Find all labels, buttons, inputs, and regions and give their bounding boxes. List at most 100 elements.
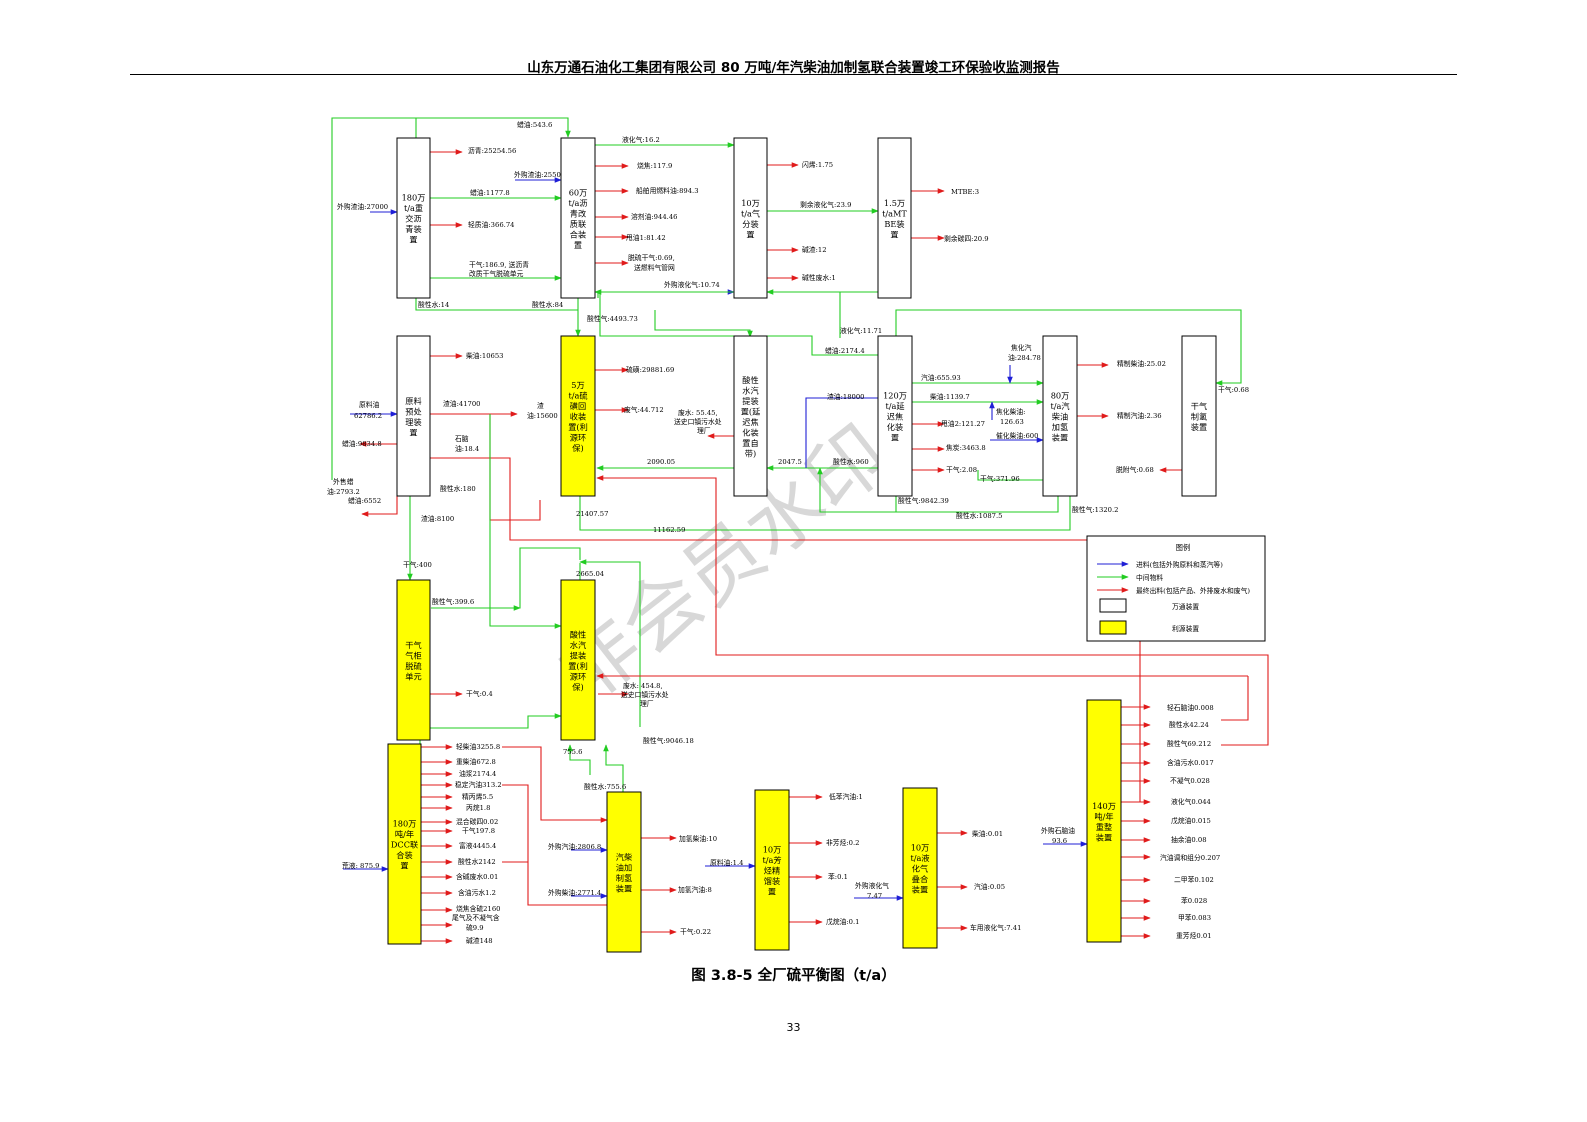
flow-label-raffinate: 抽余油0.08	[1171, 835, 1207, 844]
legend-label: 进料(包括外购原料和蒸汽等)	[1136, 560, 1223, 569]
unit-label-line: 置(利	[568, 661, 588, 671]
flow-label-buyslag2550: 外购渣油:2550	[514, 170, 561, 179]
flow-label-pentane01: 戊烷油:0.1	[826, 917, 860, 926]
unit-label-line: 置(利	[568, 422, 588, 432]
flow-line	[895, 309, 1242, 386]
unit-label-line: 迟焦	[742, 417, 758, 427]
unit-label-line: 140万	[1092, 801, 1116, 811]
flow-label-slurryoil: 油浆2174.4	[459, 769, 496, 778]
unit-label-line: 磺回	[570, 401, 586, 411]
flow-label-asphalt: 沥青:25254.56	[468, 146, 516, 155]
flow-label-buylpg747a: 外购液化气	[855, 881, 889, 890]
unit-label-line: 装置	[912, 885, 928, 895]
flow-label-ww454a: 废水: 454.8,	[623, 681, 663, 690]
unit-label-line: 80万	[1051, 391, 1070, 401]
flow-label-drygas197: 干气197.8	[462, 826, 495, 835]
flow-label-restlpg239: 剩余液化气:23.9	[800, 200, 851, 209]
flow-label-sourwater2142: 酸性水2142	[458, 857, 496, 866]
flow-label-burnsulfur: 烧焦含硫2160	[456, 904, 501, 913]
unit-label-line: 保)	[572, 682, 583, 692]
flow-label-feedliquida: 荒液: 875.9	[342, 861, 380, 870]
unit-label-line: 烃精	[764, 866, 780, 876]
flow-label-dry04: 干气:0.4	[466, 689, 493, 698]
flow-line	[766, 289, 841, 338]
flow-label-toluene: 甲苯0.083	[1178, 913, 1211, 922]
page-number: 33	[786, 1021, 801, 1034]
flow-label-diesel001: 柴油:0.01	[972, 829, 1003, 838]
flow-label-dry208: 干气:2.08	[946, 465, 977, 474]
flow-label-alkalislag: 碱渣148	[466, 936, 493, 945]
unit-label-line: 质联	[570, 219, 586, 229]
unit-label-line: 装置	[1096, 832, 1112, 842]
legend-item-output: 最终出料(包括产品、外排废水和废气)	[1097, 586, 1250, 595]
unit-label-line: 理装	[405, 417, 421, 427]
flow-label-richliquid: 富液4445.4	[459, 841, 496, 850]
flow-label-wastewatera: 废水: 55.45,	[678, 408, 718, 417]
flow-label-v21407: 21407.57	[576, 510, 608, 518]
unit-label-line: 提装	[570, 650, 586, 660]
legend-title: 图例	[1176, 543, 1190, 552]
flow-label-dry37196: 干气:371.96	[980, 474, 1020, 483]
flow-label-light366: 轻质油:366.74	[468, 220, 514, 229]
watermark-text: 非会员水印	[543, 409, 906, 720]
flow-label-soldwaxa: 外售蜡	[333, 477, 354, 486]
unit-label-line: 水汽	[570, 640, 586, 650]
flow-label-cokedieselb: 126.63	[1000, 418, 1024, 426]
unit-label-line: 青改	[570, 208, 586, 218]
flow-label-carlpg: 车用液化气:7.41	[970, 923, 1021, 932]
flow-line	[567, 744, 591, 775]
unit-label-line: 化装	[887, 422, 903, 432]
flow-label-benzene01: 苯:0.1	[828, 872, 848, 881]
flow-label-sourgas1320: 酸性气:1320.2	[1072, 505, 1118, 514]
unit-label-line: 分装	[742, 219, 758, 229]
unit-label-line: 汽柴	[616, 852, 632, 862]
unit-label-line: 交沥	[405, 214, 421, 224]
unit-label-line: 置	[409, 235, 417, 245]
unit-label-line: 5万	[571, 380, 584, 390]
legend-item-feed: 进料(包括外购原料和蒸汽等)	[1097, 560, 1223, 569]
flow-label-buylpg1074: 外购液化气:10.74	[664, 280, 720, 289]
flow-label-alkaliwater1: 碱性废水:1	[802, 273, 836, 282]
flow-label-ww454b: 送史口镇污水处	[621, 690, 669, 699]
unit-label-line: 60万	[569, 187, 588, 197]
unit-label-line: t/a沥	[568, 198, 587, 208]
unit-label-line: 10万	[763, 845, 782, 855]
unit-label-line: 置	[768, 887, 776, 897]
flow-line	[596, 475, 717, 522]
flow-label-ww454c: 理厂	[640, 700, 654, 708]
unit-label-line: 装置	[616, 883, 632, 893]
legend-label: 中间物料	[1136, 573, 1163, 582]
unit-label-line: 源环	[570, 433, 586, 443]
flow-label-wastewaterc: 理厂	[697, 427, 711, 435]
flow-label-slag15600b: 油:15600	[527, 411, 558, 420]
legend-swatch	[1099, 598, 1127, 613]
flow-label-coke1179: 烧焦:117.9	[637, 161, 672, 170]
flow-label-v7556: 755.6	[563, 748, 582, 756]
flow-line	[419, 713, 562, 746]
unit-label-line: t/a汽	[1050, 401, 1069, 411]
flow-label-heavydiesel: 重柴油672.8	[456, 757, 496, 766]
flow-line	[415, 298, 578, 311]
unit-label-line: 置自	[742, 438, 758, 448]
unit-label-line: t/a气	[741, 208, 760, 218]
flow-label-sourgas3996: 酸性气:399.6	[432, 597, 474, 606]
unit-label-line: 保)	[572, 443, 583, 453]
flow-label-dry400: 干气:400	[403, 560, 432, 569]
unit-label-line: t/a硫	[568, 391, 587, 401]
flow-label-sourgas9046: 酸性气:9046.18	[643, 736, 694, 745]
flow-line	[805, 397, 878, 468]
unit-label-line: 置	[409, 427, 417, 437]
unit-label-line: 气柜	[405, 650, 421, 660]
flow-label-waste44: 废气:44.712	[624, 405, 664, 414]
flow-label-desulf069a: 脱硫干气:0.69,	[628, 253, 675, 262]
flow-label-nonarom: 非芳烃:0.2	[826, 838, 860, 847]
flow-label-diesel1139: 柴油:1139.7	[930, 392, 970, 401]
flow-label-rawa: 原料油	[359, 400, 380, 409]
